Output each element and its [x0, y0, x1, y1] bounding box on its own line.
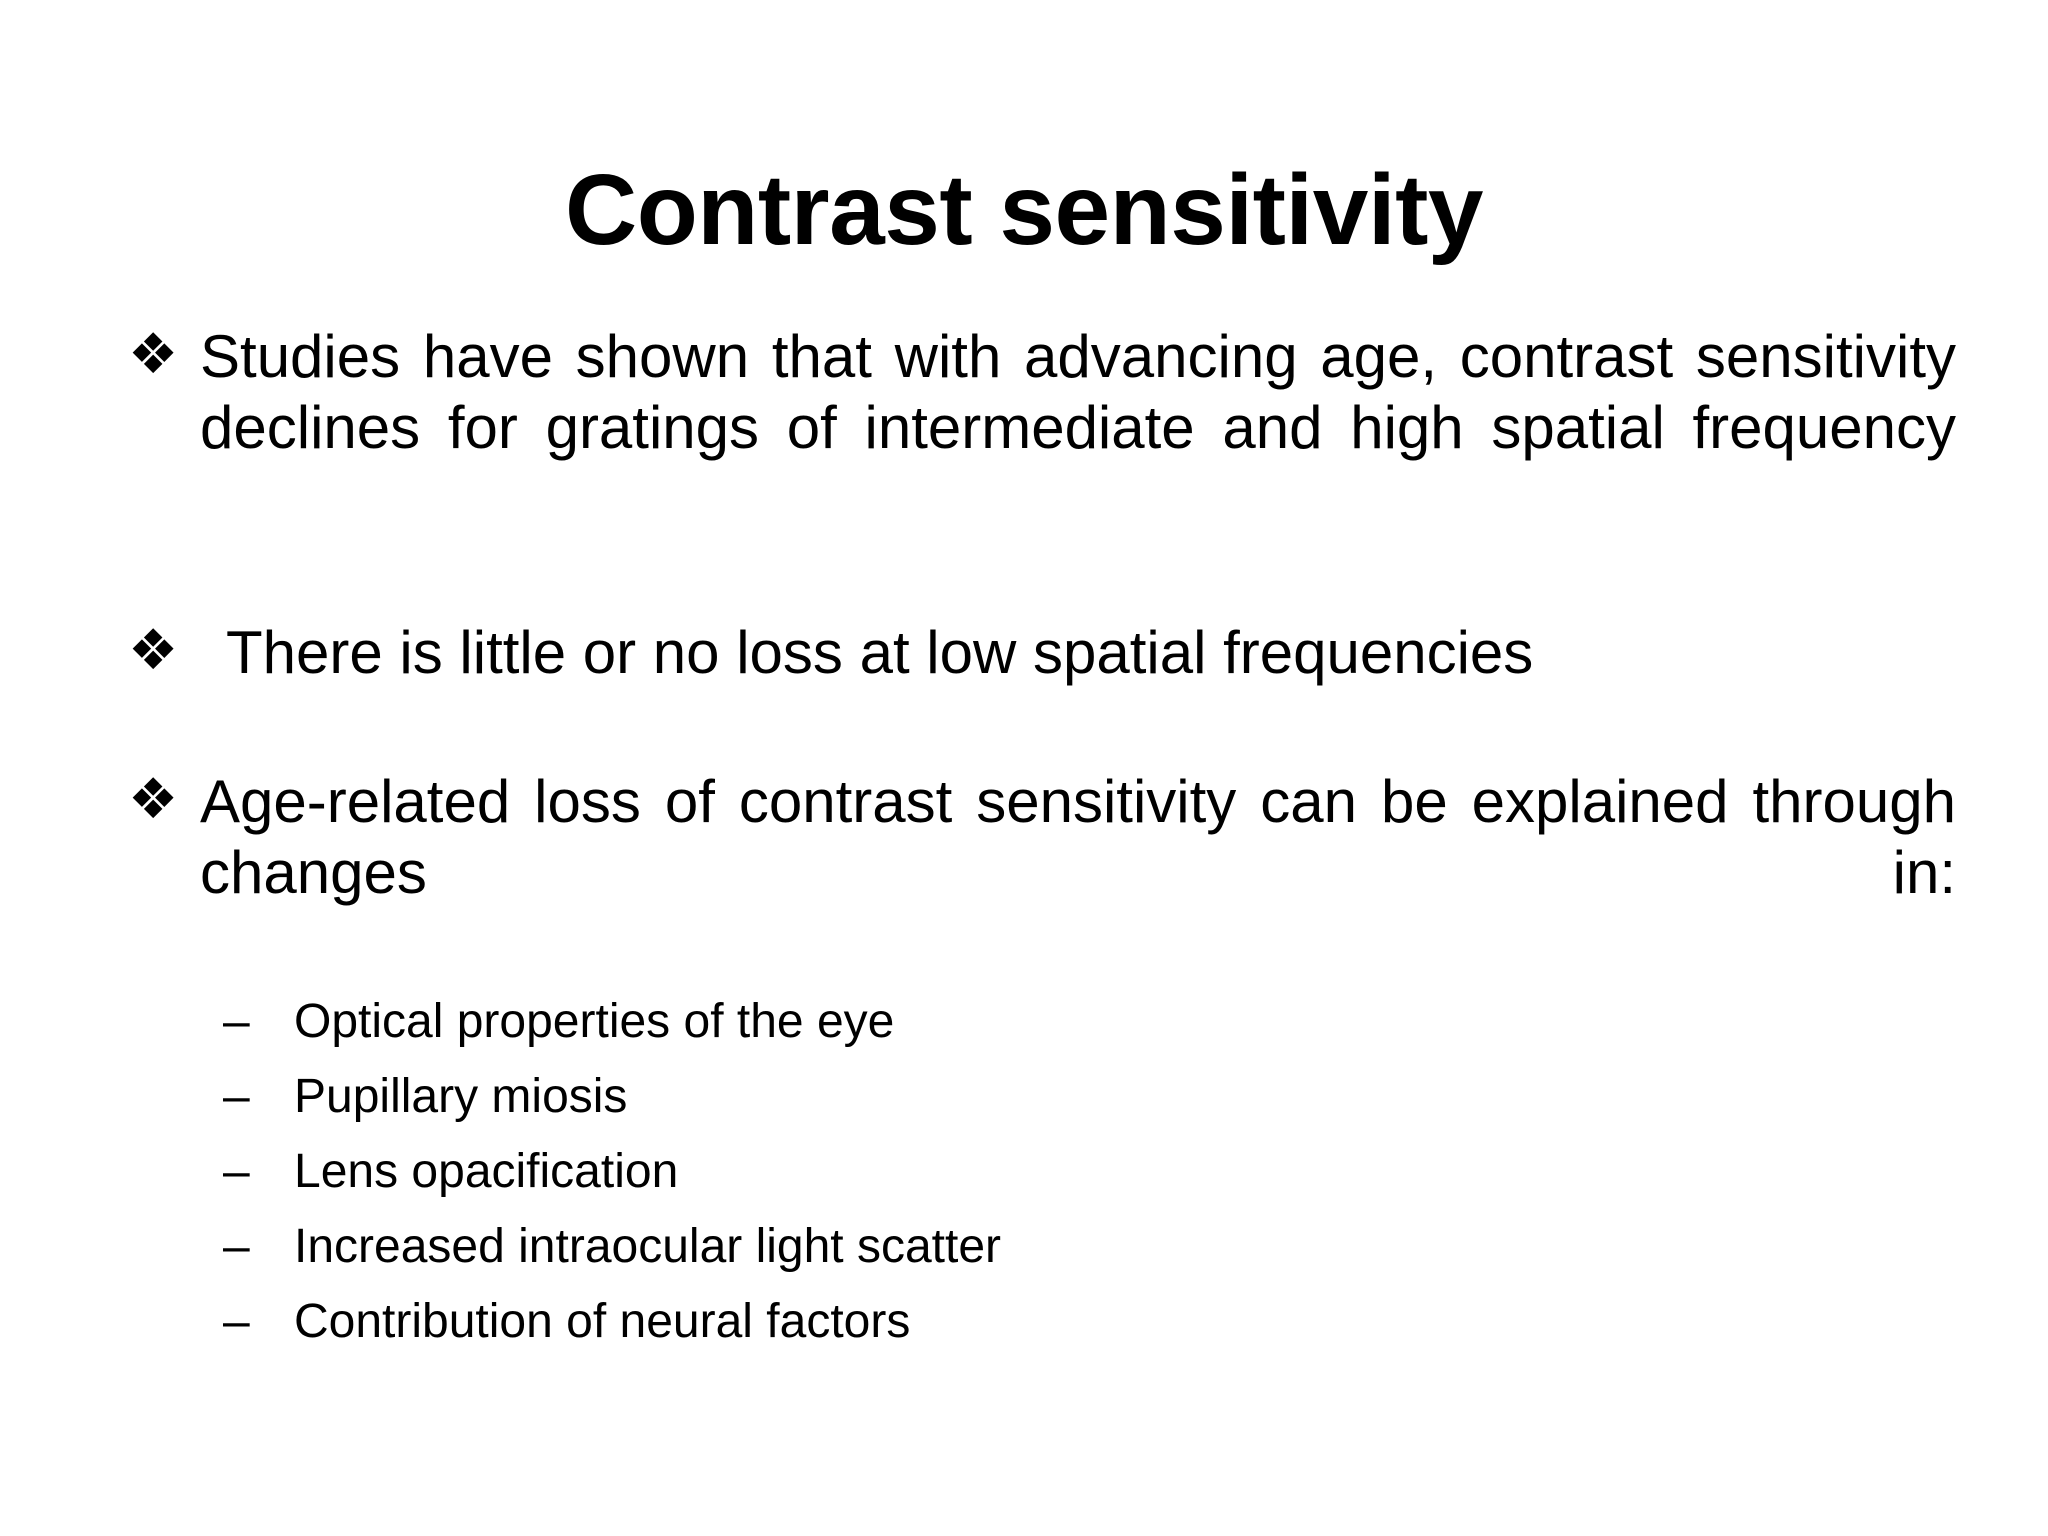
diamond-bullet-icon: ❖: [128, 767, 179, 833]
spacer: [128, 534, 1956, 618]
sub-bullet-item: – Lens opacification: [128, 1144, 1956, 1198]
sub-bullet-label: Optical properties of the eye: [294, 994, 895, 1048]
bullet-item-label: Studies have shown that with advancing a…: [200, 323, 1956, 461]
bullet-item-studies: ❖ Studies have shown that with advancing…: [128, 322, 1956, 534]
sub-bullet-label: Lens opacification: [294, 1144, 679, 1198]
sub-bullet-item: – Contribution of neural factors: [128, 1294, 1956, 1348]
bullet-item-age-related-loss: ❖ Age-related loss of contrast sensitivi…: [128, 767, 1956, 979]
sub-bullet-item: – Optical properties of the eye: [128, 994, 1956, 1048]
sub-bullet-item: – Increased intraocular light scatter: [128, 1219, 1956, 1273]
sub-bullet-label: Increased intraocular light scatter: [294, 1219, 1002, 1273]
sub-bullet-label: Contribution of neural factors: [294, 1294, 911, 1348]
sub-bullet-list: – Optical properties of the eye – Pupill…: [128, 994, 1956, 1348]
diamond-bullet-icon: ❖: [128, 322, 179, 387]
bullet-item-little-or-no-loss: ❖ There is little or no loss at low spat…: [128, 618, 1956, 689]
bullet-item-label: There is little or no loss at low spatia…: [226, 619, 1534, 687]
dash-bullet-icon: –: [223, 994, 250, 1048]
dash-bullet-icon: –: [223, 1144, 250, 1198]
dash-bullet-icon: –: [223, 1219, 250, 1273]
spacer: [128, 689, 1956, 767]
dash-bullet-icon: –: [223, 1069, 250, 1123]
sub-bullet-item: – Pupillary miosis: [128, 1069, 1956, 1123]
slide-body: ❖ Studies have shown that with advancing…: [128, 322, 1956, 1362]
bullet-item-label: Age-related loss of contrast sensitivity…: [200, 768, 1956, 906]
page-title: Contrast sensitivity: [564, 154, 1484, 266]
dash-bullet-icon: –: [223, 1294, 250, 1348]
diamond-bullet-icon: ❖: [128, 618, 179, 684]
sub-bullet-label: Pupillary miosis: [294, 1069, 628, 1123]
